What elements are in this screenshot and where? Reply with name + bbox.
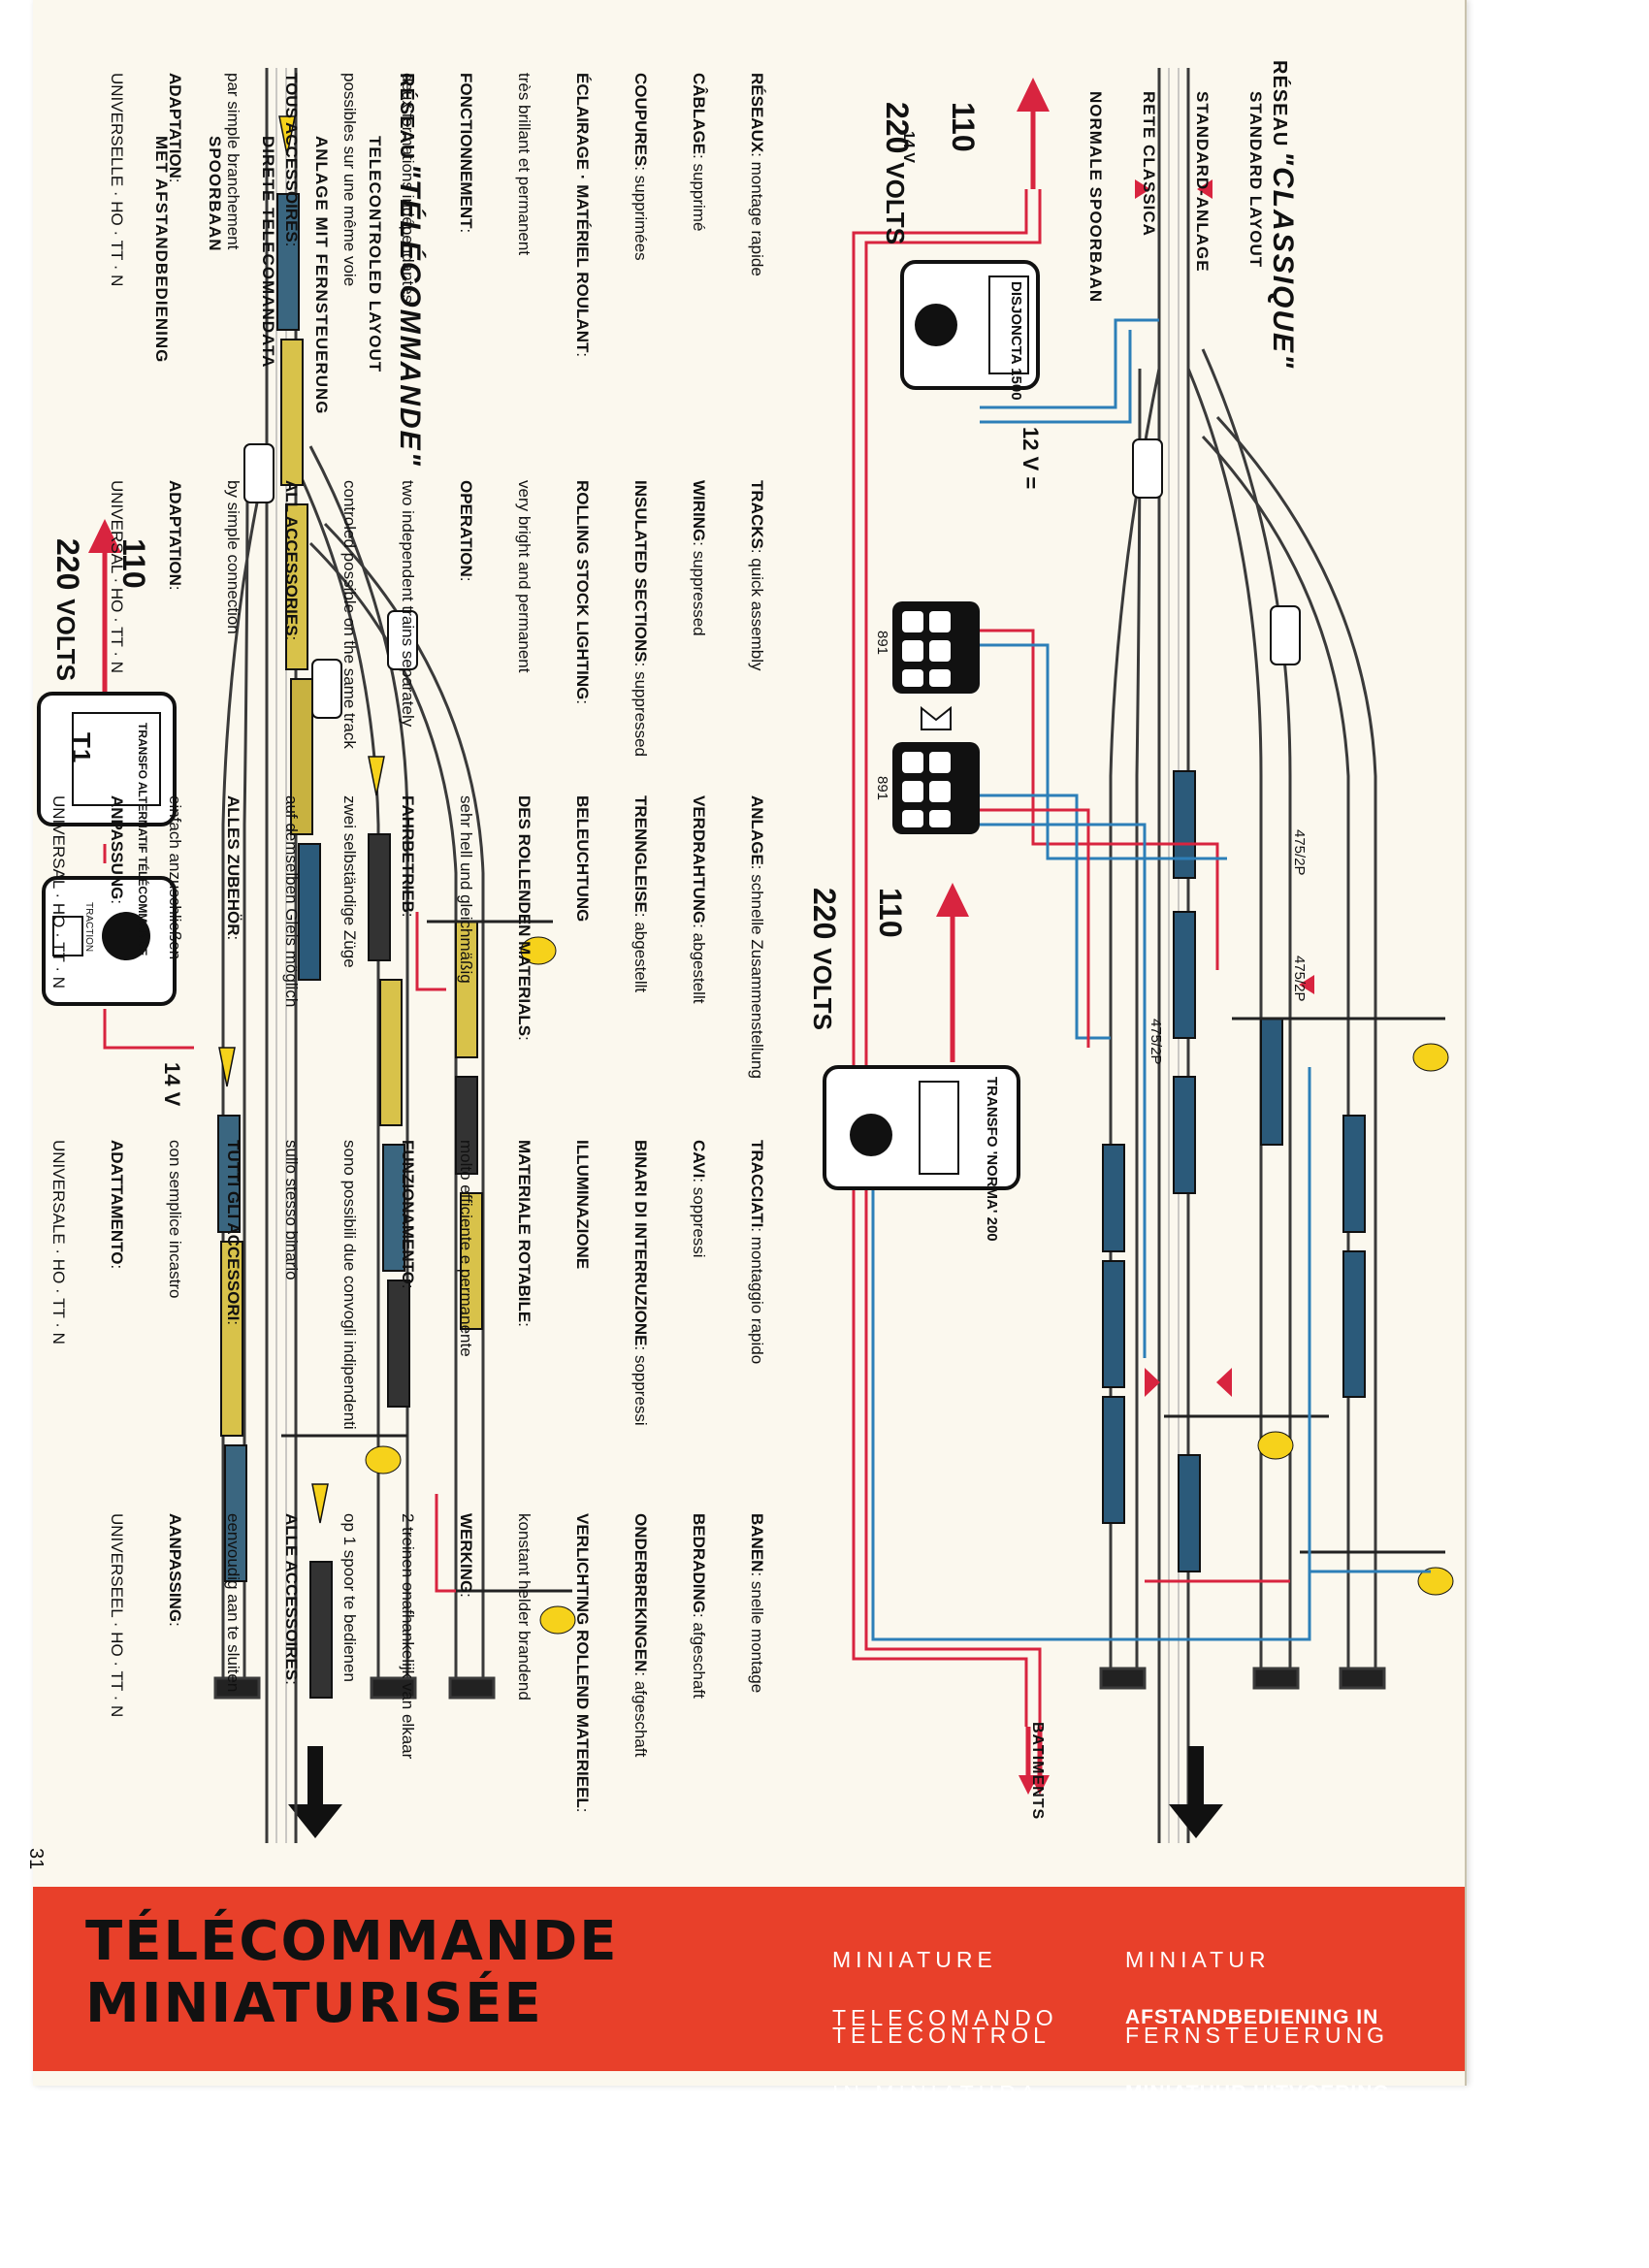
switch-code: 891: [874, 631, 890, 656]
text-english: TRACKS: quick assembly WIRING: suppresse…: [108, 480, 766, 757]
classique-dc-label: 12 V =: [1018, 427, 1043, 490]
banner-title: TÉLÉCOMMANDE MINIATURISÉE: [85, 1910, 619, 2035]
disjoncteur-label: DISJONCTA 1500: [1008, 281, 1024, 401]
mains-arrows: [88, 78, 1050, 1795]
classique-devices: [823, 260, 1040, 1190]
classique-stop-markers: [1135, 179, 1314, 1397]
down-arrows: [288, 1746, 1223, 1838]
telecommande-devices: [37, 692, 177, 1006]
switch-code: 891: [874, 776, 890, 801]
scan-background: [1465, 0, 1649, 2268]
telecommande-lamps: [281, 920, 576, 1635]
classique-ac-label: 14 V: [900, 131, 917, 163]
classique-trains: [1102, 770, 1366, 1572]
text-dutch: BANEN: snelle montage BEDRADING: afgesch…: [108, 1513, 766, 1813]
banner-dutch: AFSTANDBEDIENING IN MINIATUUR UITVOERING: [1125, 2006, 1390, 2104]
banner-italian: TELECOMANDO IN MINIATURA: [832, 2005, 1058, 2106]
text-italian: TRACCIATI: montaggio rapido CAVI: soppre…: [49, 1140, 766, 1430]
turnout-code: 475/2P: [1291, 829, 1308, 876]
catalog-page: [33, 0, 1467, 2086]
banner-english: MINIATURE TELECONTROL: [832, 1947, 1051, 2048]
batiments-label: BATIMENTS: [1029, 1722, 1046, 1821]
classique-transfo-mains-label: 110 220 VOLTS: [807, 888, 908, 1031]
classique-subtitles: STANDARD LAYOUT STANDARD-ANLAGE RETE CLA…: [1086, 91, 1265, 304]
telecommande-signals: [243, 443, 418, 719]
classique-mains-label: 110 220 VOLTS: [880, 102, 981, 245]
classique-lamps: [1164, 1017, 1454, 1596]
turnout-code: 475/2P: [1291, 956, 1308, 1002]
telecommande-wiring: [103, 844, 456, 1593]
banner-german: MINIATUR FERNSTEUERUNG: [1125, 1947, 1390, 2048]
telecommande-trains: [217, 193, 483, 1699]
telecommande-direction-markers: [218, 115, 385, 1524]
text-french: RÉSEAUX: montage rapide CÂBLAGE: supprim…: [108, 73, 766, 358]
classique-signals: [1132, 438, 1301, 665]
turnout-code: 475/2P: [1148, 1019, 1164, 1065]
page-number: 31: [25, 1848, 47, 1870]
title-banner: [33, 1887, 1465, 2071]
text-german: ANLAGE: schnelle Zusammenstellung VERDRA…: [49, 795, 766, 1079]
classique-wiring: [852, 189, 1431, 1727]
transfo-norma-label: TRANSFO 'NORMA' 200: [984, 1077, 1000, 1242]
